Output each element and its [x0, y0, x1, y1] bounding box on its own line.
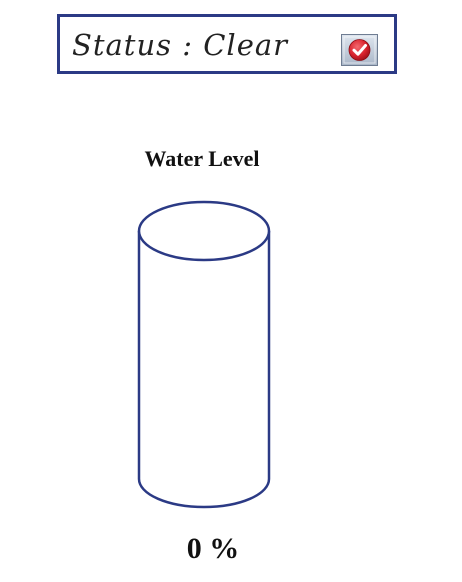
status-panel: Status : Clear [57, 14, 397, 74]
water-level-cylinder [135, 195, 273, 511]
check-icon [341, 34, 378, 66]
water-level-title: Water Level [144, 146, 260, 171]
status-label: Status : Clear [72, 28, 289, 62]
water-level-value: 0 % [186, 532, 240, 565]
